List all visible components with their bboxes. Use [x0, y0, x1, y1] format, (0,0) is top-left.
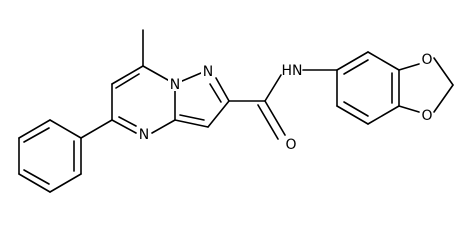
n-bridgehead-bg	[168, 77, 182, 91]
bond-c3-c3a	[174, 119, 209, 128]
bond-dioxole-3	[433, 57, 454, 86]
bond-bz-1	[336, 51, 369, 71]
n-pyrazole-upper-bg	[201, 64, 215, 78]
atom-n-pyrimidine: N	[139, 127, 149, 143]
molecule-drawing: N N N HN O O O	[18, 29, 454, 193]
atom-o-dioxole-lower: O	[421, 108, 432, 124]
atom-nh-amide: HN	[282, 63, 303, 79]
atom-n-pyrazole-upper: N	[203, 64, 213, 80]
bond-n1-c2	[215, 77, 230, 102]
n-pyrimidine-bg	[137, 127, 151, 141]
bond-c7-c6-inner	[115, 73, 140, 89]
bond-n1-c2-inner	[209, 83, 222, 103]
bond-ph-5	[18, 119, 51, 139]
bond-dioxole-4	[433, 84, 454, 113]
bond-c5-phenyl	[80, 119, 113, 139]
bond-c5-n4-inner	[118, 116, 137, 127]
bond-bz-5-inner	[343, 101, 369, 117]
bond-ph-2	[49, 173, 82, 193]
bond-ph-3	[18, 173, 51, 193]
bond-bz-2	[367, 51, 400, 71]
bond-ph-5-inner	[23, 127, 50, 143]
bond-bz-4	[367, 105, 400, 125]
bond-c5-n4	[111, 119, 137, 134]
atom-n-pyrazole: N	[170, 77, 180, 93]
bond-carbonyl-o	[264, 100, 286, 136]
bond-dioxole-2	[398, 105, 420, 113]
bond-c3-c3a-inner	[179, 114, 205, 121]
bond-dioxole-1	[398, 63, 420, 71]
bond-carbonyl-nh	[264, 74, 282, 102]
bond-c7-c6	[111, 65, 144, 85]
atom-o-carbonyl: O	[285, 137, 296, 153]
bond-bz-5	[336, 105, 369, 125]
bond-bz-1-inner	[343, 59, 369, 75]
bond-c2-c3	[207, 100, 230, 128]
bond-carbonyl-o-inner	[257, 104, 279, 140]
structure-canvas: N N N HN O O O	[18, 29, 454, 193]
atom-o-dioxole-upper: O	[421, 52, 432, 68]
bond-ph-6	[49, 119, 82, 139]
bond-n4-c3a	[151, 119, 176, 134]
bond-ph-3-inner	[23, 169, 50, 185]
